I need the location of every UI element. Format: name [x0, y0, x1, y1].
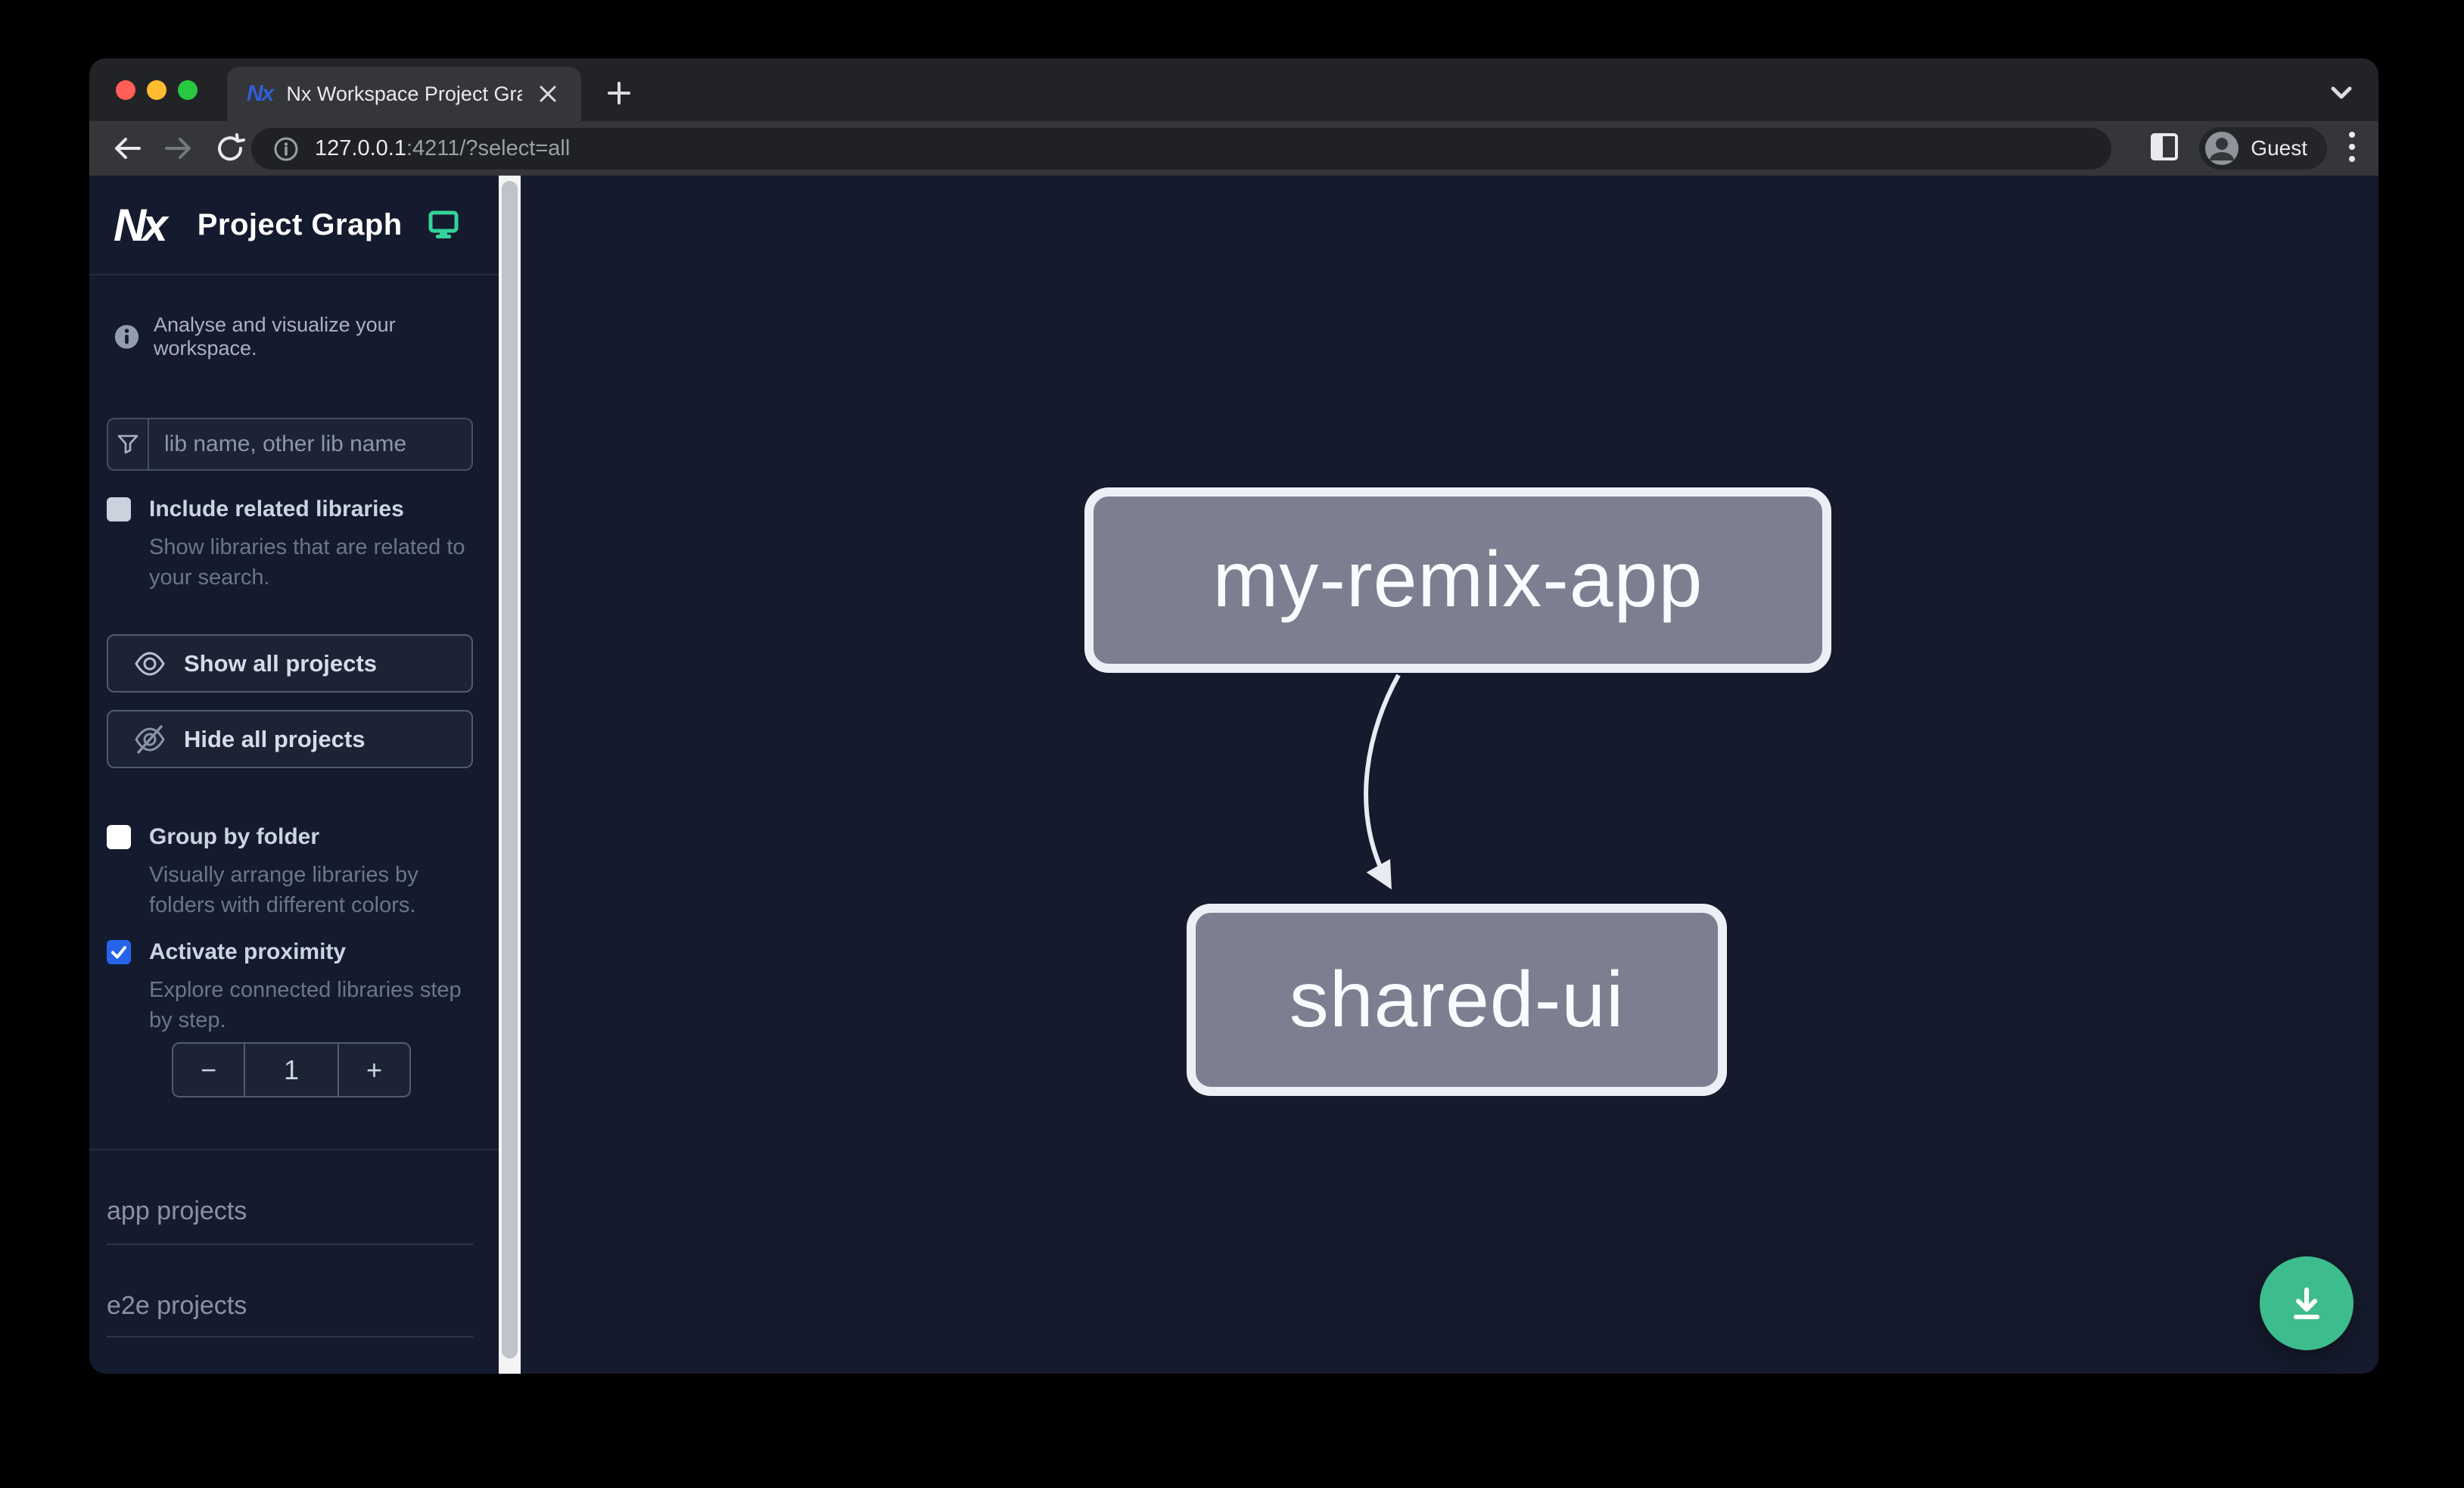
stepper-decrement-button[interactable]: − — [173, 1044, 245, 1096]
nx-favicon-icon: Nx — [247, 81, 274, 106]
new-tab-button[interactable] — [601, 75, 637, 111]
macos-close-button[interactable] — [116, 80, 135, 100]
graph-canvas[interactable]: my-remix-app shared-ui — [521, 176, 2378, 1374]
browser-toolbar: 127.0.0.1:4211/?select=all Guest — [89, 121, 2378, 176]
proximity-stepper: − 1 + — [172, 1042, 411, 1097]
include-related-row: Include related libraries Show libraries… — [107, 496, 481, 593]
hide-all-projects-button[interactable]: Hide all projects — [107, 710, 473, 768]
checkbox-label[interactable]: Activate proximity — [149, 939, 347, 964]
include-related-checkbox[interactable] — [107, 497, 131, 521]
monitor-icon[interactable] — [428, 209, 459, 244]
macos-minimize-button[interactable] — [147, 80, 166, 100]
forward-button[interactable] — [157, 127, 200, 170]
profile-button[interactable]: Guest — [2199, 127, 2327, 170]
dependency-edge — [1364, 674, 1401, 890]
group-by-folder-checkbox[interactable] — [107, 825, 131, 849]
eye-off-icon — [135, 724, 165, 754]
avatar-icon — [2205, 132, 2239, 165]
download-graph-button[interactable] — [2260, 1256, 2354, 1350]
filter-input[interactable] — [149, 419, 471, 469]
macos-zoom-button[interactable] — [178, 80, 198, 100]
stepper-value: 1 — [283, 1054, 300, 1085]
section-underline — [107, 1336, 473, 1337]
tab-close-icon[interactable] — [533, 79, 563, 109]
url-bar[interactable]: 127.0.0.1:4211/?select=all — [251, 128, 2111, 170]
nx-logo: Nx — [114, 199, 168, 251]
activate-proximity-checkbox[interactable] — [107, 940, 131, 964]
download-icon — [2294, 1287, 2319, 1319]
checkbox-description: Show libraries that are related to your … — [149, 535, 465, 590]
checkbox-description: Visually arrange libraries by folders wi… — [149, 863, 418, 917]
scrollbar-thumb[interactable] — [502, 181, 518, 1359]
checkbox-description: Explore connected libraries step by step… — [149, 978, 462, 1032]
checkbox-label[interactable]: Include related libraries — [149, 497, 404, 521]
header-divider — [89, 274, 499, 275]
profile-name: Guest — [2251, 136, 2307, 160]
section-app-projects[interactable]: app projects — [107, 1197, 247, 1225]
sidebar-header: Nx Project Graph — [89, 176, 499, 274]
node-my-remix-app[interactable]: my-remix-app — [1084, 487, 1831, 673]
sidebar: Nx Project Graph Analyse and visualize y… — [89, 176, 499, 1374]
side-panel-icon[interactable] — [2149, 132, 2179, 166]
tab-search-chevron-icon[interactable] — [2322, 76, 2361, 110]
section-underline — [107, 1244, 473, 1245]
page-title: Project Graph — [197, 207, 403, 241]
activate-proximity-row: Activate proximity Explore connected lib… — [107, 939, 481, 1035]
browser-menu-icon[interactable] — [2347, 129, 2357, 168]
reload-button[interactable] — [209, 127, 251, 170]
check-icon — [111, 946, 126, 959]
url-text: 127.0.0.1:4211/?select=all — [315, 136, 571, 160]
show-all-projects-button[interactable]: Show all projects — [107, 634, 473, 693]
node-shared-ui[interactable]: shared-ui — [1187, 904, 1727, 1096]
sidebar-scrollbar[interactable] — [499, 176, 521, 1374]
info-icon — [114, 325, 139, 349]
back-button[interactable] — [106, 127, 148, 170]
browser-window: Nx Nx Workspace Project Graph — [89, 58, 2378, 1374]
stepper-increment-button[interactable]: + — [338, 1044, 409, 1096]
site-info-icon[interactable] — [272, 135, 300, 163]
workspace-tagline: Analyse and visualize your workspace. — [114, 313, 477, 360]
tab-bar: Nx Nx Workspace Project Graph — [89, 58, 2378, 121]
filter-icon — [108, 419, 149, 469]
tab-title: Nx Workspace Project Graph — [286, 82, 522, 105]
group-by-folder-row: Group by folder Visually arrange librari… — [107, 823, 481, 920]
section-divider — [89, 1149, 499, 1150]
eye-icon — [135, 651, 165, 676]
checkbox-label[interactable]: Group by folder — [149, 824, 319, 849]
filter-box — [107, 418, 473, 471]
section-e2e-projects[interactable]: e2e projects — [107, 1291, 247, 1320]
browser-tab[interactable]: Nx Nx Workspace Project Graph — [227, 67, 581, 121]
